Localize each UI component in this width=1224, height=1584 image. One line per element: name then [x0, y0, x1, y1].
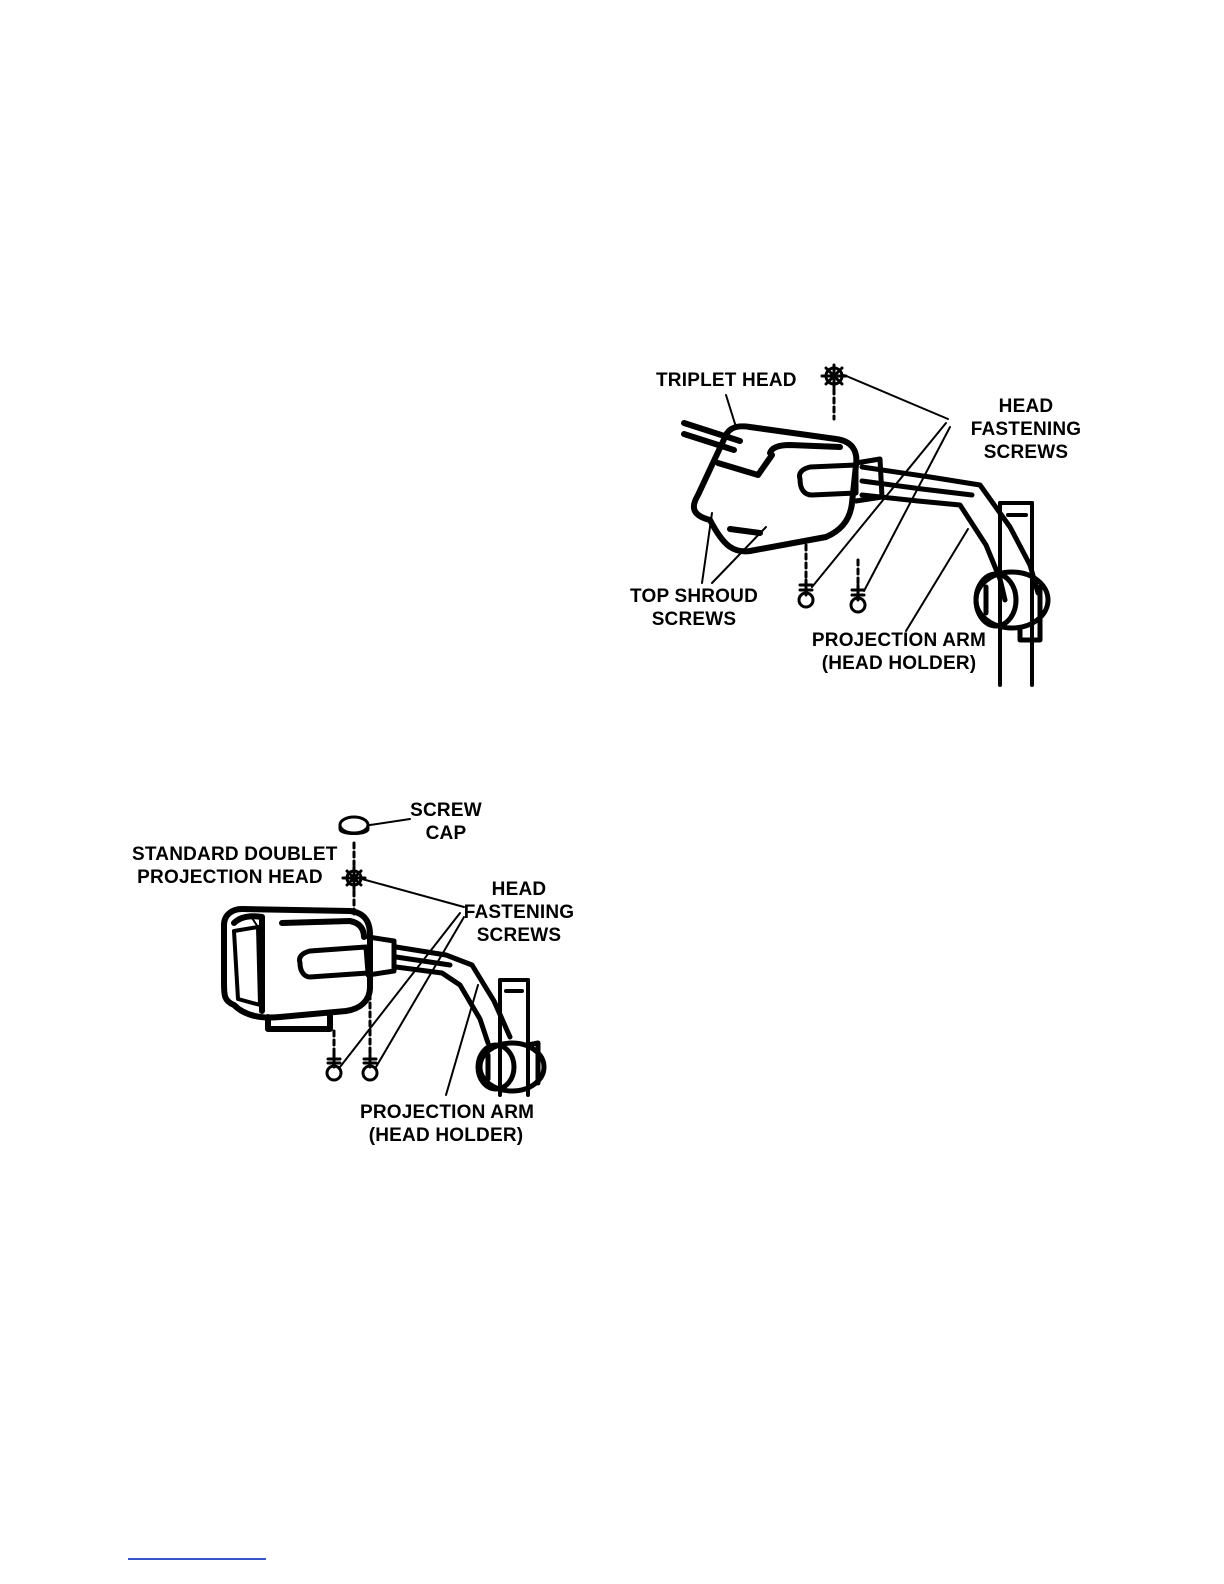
bottom-projection-arm-line-2: (HEAD HOLDER): [360, 1124, 532, 1147]
bottom-head-fastening-line-3: SCREWS: [462, 924, 576, 947]
top-projection-arm-line-1: PROJECTION ARM: [806, 629, 992, 652]
top-projection-arm-label: PROJECTION ARM (HEAD HOLDER): [806, 629, 992, 675]
bottom-projection-arm-label: PROJECTION ARM (HEAD HOLDER): [360, 1101, 532, 1147]
screw-cap-label: SCREW CAP: [408, 799, 484, 845]
top-shroud-line-1: TOP SHROUD: [624, 585, 764, 608]
top-shroud-line-2: SCREWS: [624, 608, 764, 631]
bottom-head-fastening-line-1: HEAD: [462, 878, 576, 901]
top-head-fastening-line-1: HEAD: [968, 395, 1084, 418]
bottom-projection-arm-line-1: PROJECTION ARM: [360, 1101, 532, 1124]
bottom-head-fastening-line-2: FASTENING: [462, 901, 576, 924]
screw-cap-line-2: CAP: [408, 822, 484, 845]
standard-doublet-line-2: PROJECTION HEAD: [132, 866, 328, 889]
bottom-head-fastening-screws-label: HEAD FASTENING SCREWS: [462, 878, 576, 947]
screw-cap-line-1: SCREW: [408, 799, 484, 822]
top-projection-arm-line-2: (HEAD HOLDER): [806, 652, 992, 675]
top-head-fastening-line-2: FASTENING: [968, 418, 1084, 441]
top-head-fastening-screws-label: HEAD FASTENING SCREWS: [968, 395, 1084, 464]
top-head-fastening-line-3: SCREWS: [968, 441, 1084, 464]
standard-doublet-label: STANDARD DOUBLET PROJECTION HEAD: [132, 843, 328, 889]
footer-rule: [128, 1558, 266, 1560]
standard-doublet-line-1: STANDARD DOUBLET: [132, 843, 328, 866]
top-shroud-screws-label: TOP SHROUD SCREWS: [624, 585, 764, 631]
triplet-head-label: TRIPLET HEAD: [656, 369, 797, 392]
